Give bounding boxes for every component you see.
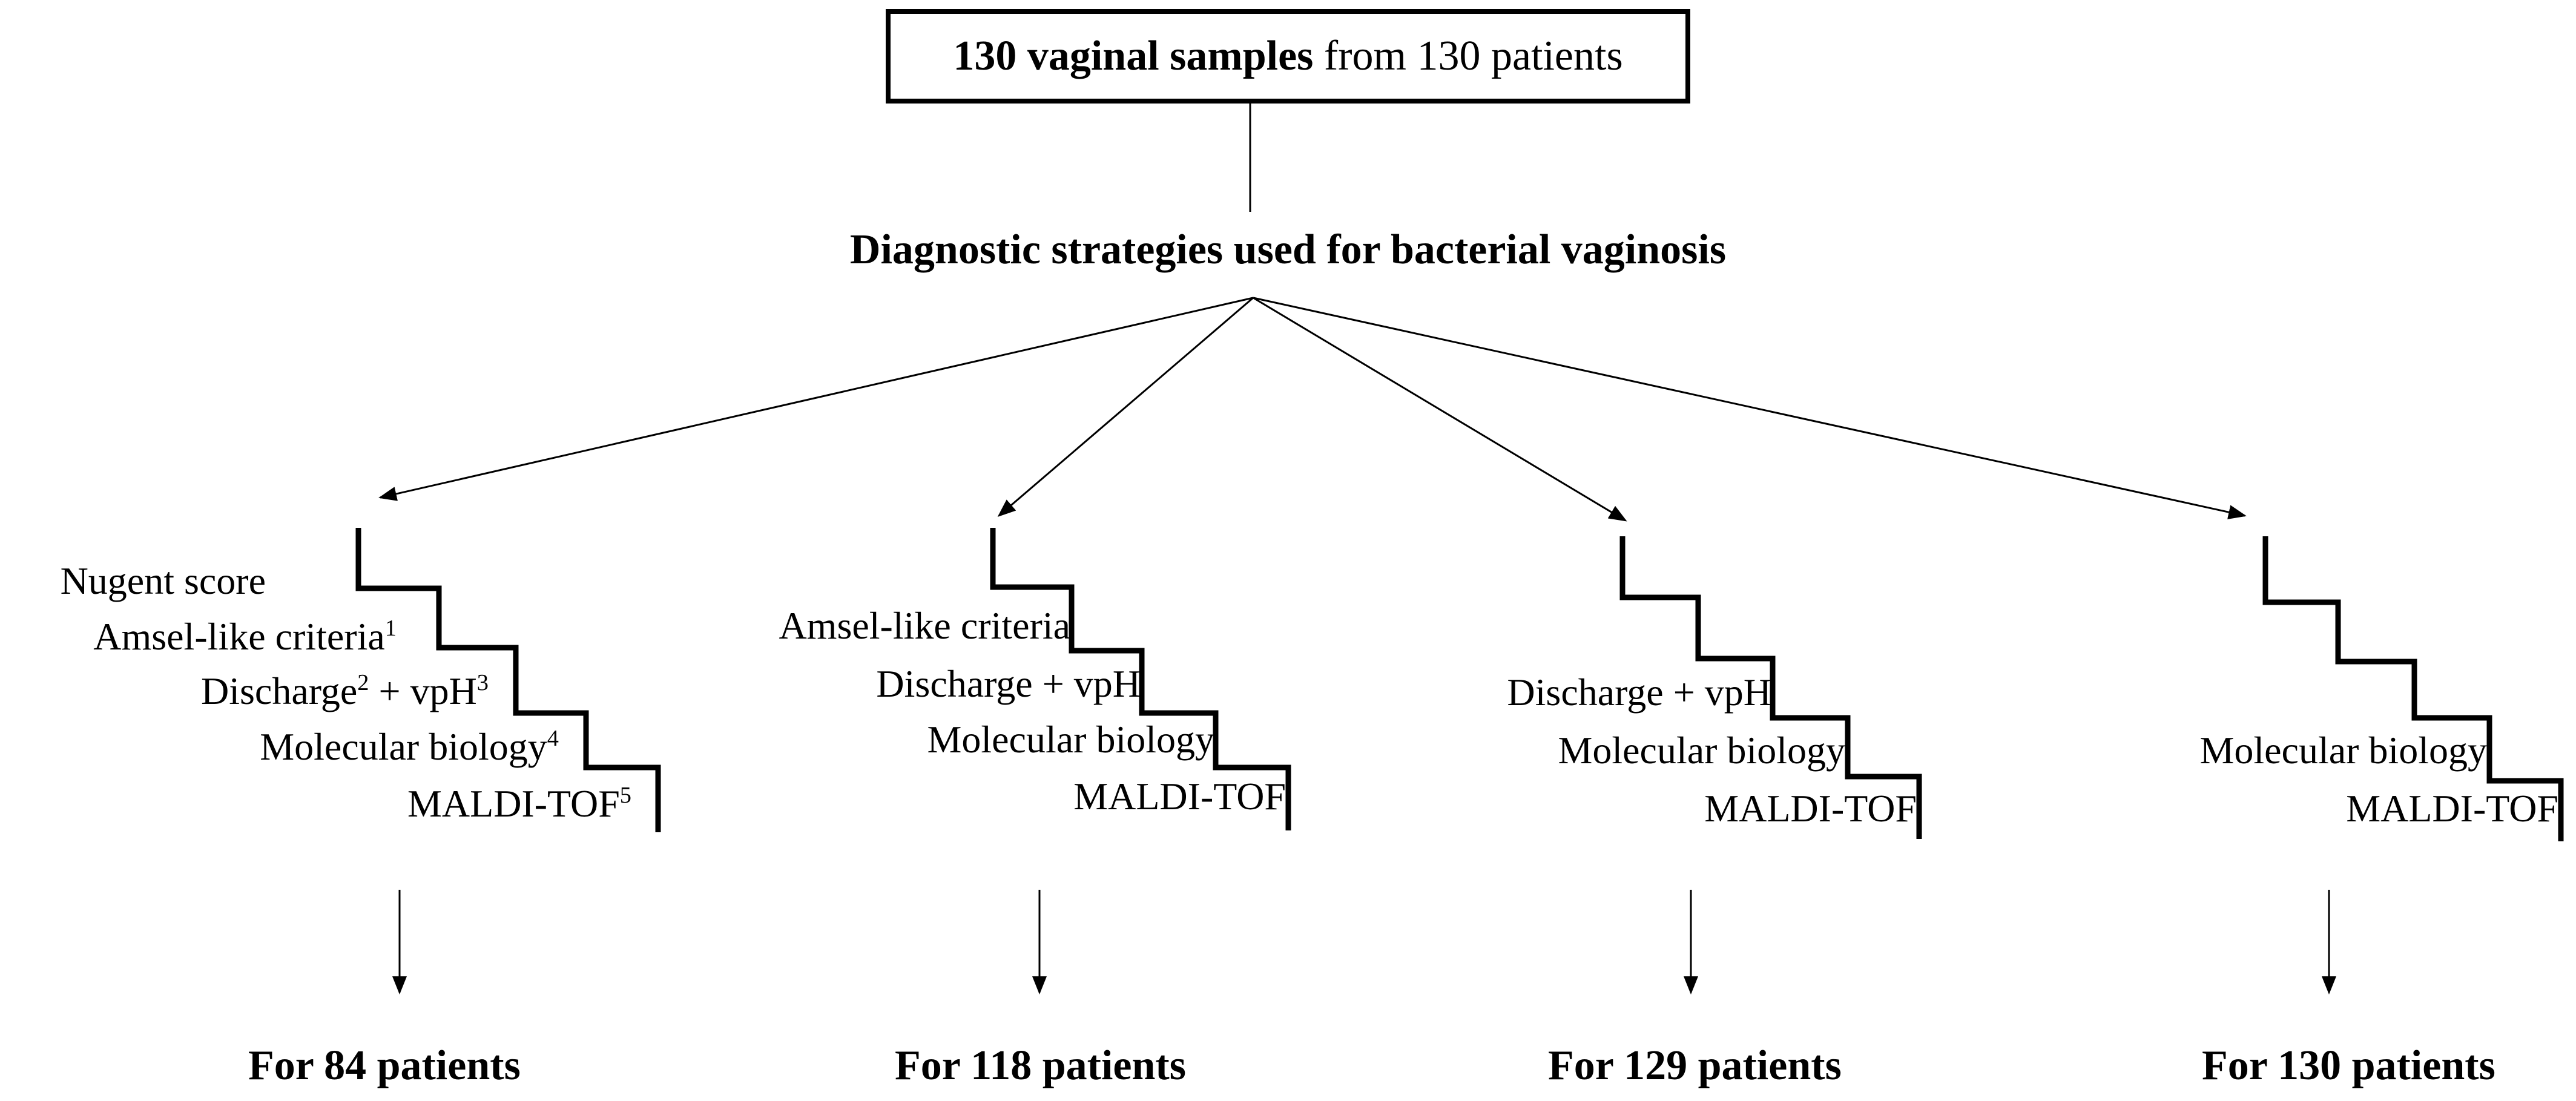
footnote-marker: 3 xyxy=(476,669,489,695)
arrow-to-strategy-3 xyxy=(1253,297,1627,522)
strategy-2-criterion-2: Discharge + vpH xyxy=(876,662,1141,705)
strategy-3-result: For 129 patients xyxy=(1548,1042,1842,1089)
footnote-marker: 2 xyxy=(357,669,369,695)
strategy-1-result: For 84 patients xyxy=(248,1042,521,1089)
strategy-3-criterion-1: Discharge + vpH xyxy=(1507,671,1771,714)
strategy-1-criterion-2: Amsel-like criteria1 xyxy=(93,615,397,658)
strategy-1-criterion-3: Discharge2 + vpH3 xyxy=(201,669,489,712)
samples-source: from 130 patients xyxy=(1313,33,1623,79)
arrow-to-strategy-4 xyxy=(1253,297,2247,519)
strategy-3-criterion-2: Molecular biology xyxy=(1558,729,1845,772)
arrow-to-strategy-1 xyxy=(378,297,1254,501)
staircase-3 xyxy=(1619,536,1922,839)
arrow-to-strategy-2 xyxy=(997,297,1254,517)
strategy-1-criterion-5: MALDI-TOF5 xyxy=(407,782,631,825)
strategy-4-criterion-2: MALDI-TOF xyxy=(2346,787,2558,830)
strategy-3-criterion-3: MALDI-TOF xyxy=(1704,787,1917,830)
strategy-4-result: For 130 patients xyxy=(2202,1042,2495,1089)
strategy-2-result: For 118 patients xyxy=(895,1042,1186,1089)
staircase-2 xyxy=(990,528,1291,830)
footnote-marker: 5 xyxy=(619,782,631,808)
strategy-1-criterion-4: Molecular biology4 xyxy=(260,725,559,768)
footnote-marker: 4 xyxy=(547,725,559,751)
strategy-2-criterion-3: Molecular biology xyxy=(927,718,1214,761)
strategy-4-criterion-1: Molecular biology xyxy=(2199,729,2487,772)
strategy-1-criterion-1: Nugent score xyxy=(60,559,266,602)
strategy-2-criterion-1: Amsel-like criteria xyxy=(779,604,1070,647)
strategy-2-criterion-4: MALDI-TOF xyxy=(1073,775,1286,818)
diagnostic-strategies-heading: Diagnostic strategies used for bacterial… xyxy=(849,226,1727,273)
staircase-4 xyxy=(2262,536,2564,841)
footnote-marker: 1 xyxy=(384,615,397,641)
samples-count: 130 vaginal samples xyxy=(953,33,1314,79)
staircase-1 xyxy=(355,528,661,832)
samples-box: 130 vaginal samples from 130 patients xyxy=(886,9,1690,104)
